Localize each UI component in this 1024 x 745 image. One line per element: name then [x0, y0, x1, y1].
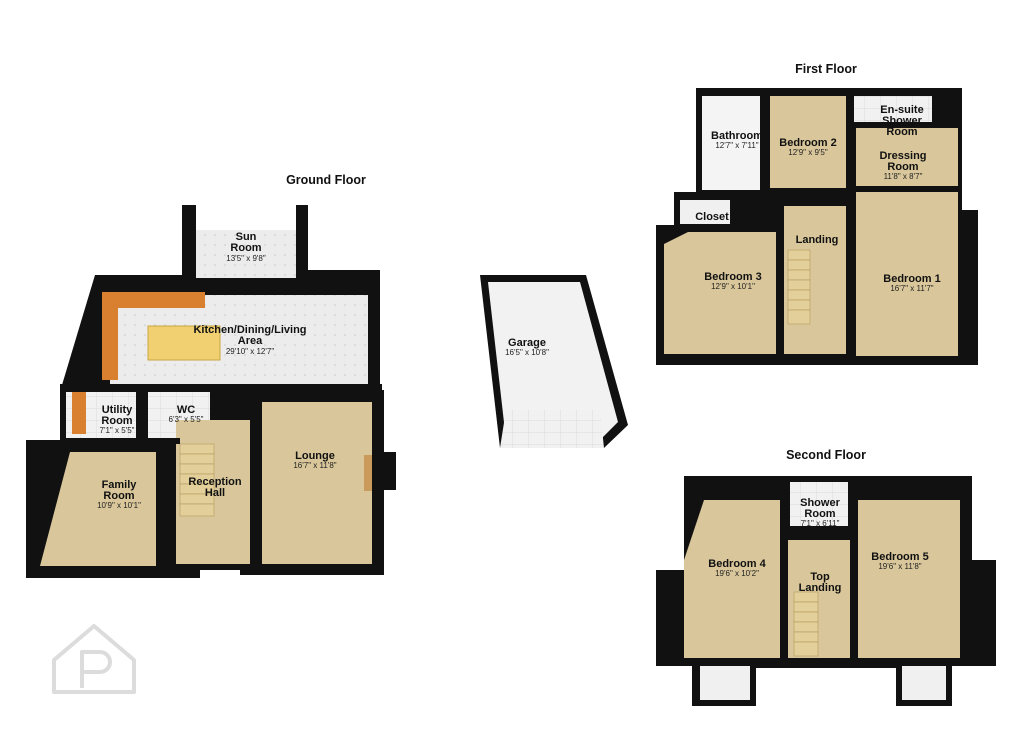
lounge-chimney: [384, 452, 396, 490]
shower-room-floor: [790, 482, 848, 526]
bathroom-label: Bathroom: [711, 130, 763, 142]
first-floor-staircase: [787, 249, 811, 325]
bedroom1-dimensions: 16'7" x 11'7": [890, 284, 933, 293]
shower-room-label-line2: Room: [804, 508, 835, 520]
family-room-floor: [40, 452, 156, 566]
kitchen-island: [147, 325, 221, 361]
second-floor-staircase: [793, 591, 819, 657]
utility-room-dimensions: 7'1" x 5'5": [100, 426, 135, 435]
family-room-label-line1: Family: [102, 479, 138, 491]
wc-label: WC: [177, 404, 195, 416]
lounge-fireplace: [364, 455, 372, 491]
top-landing-label-line2: Landing: [799, 582, 842, 594]
bathroom-dimensions: 12'7" x 7'11": [715, 141, 758, 150]
second-floor-plan: Second Floor Shower Room 7'1" x 6'11" Be…: [656, 448, 996, 706]
garage-label: Garage: [508, 337, 546, 349]
ground-floor-plan: Ground Floor Sun Room 13'5" x 9'8" Kitch…: [26, 173, 396, 578]
reception-hall-label-line2: Hall: [205, 487, 225, 499]
bedroom5-floor: [856, 500, 960, 658]
bedroom2-label: Bedroom 2: [779, 137, 836, 149]
wc-dimensions: 6'3" x 5'5": [169, 415, 204, 424]
utility-room-label-line1: Utility: [102, 404, 133, 416]
kitchen-dimensions: 29'10" x 12'7": [226, 347, 274, 356]
utility-room-label-line2: Room: [101, 415, 132, 427]
sun-room-dimensions: 13'5" x 9'8": [226, 254, 266, 263]
dressing-room-dimensions: 11'8" x 8'7": [884, 172, 923, 181]
kitchen-floor: [110, 295, 368, 385]
reception-hall-label-line1: Reception: [188, 476, 241, 488]
kitchen-counter: [102, 292, 205, 380]
sun-room-label-line1: Sun: [236, 231, 257, 243]
ensuite-label-line3: Room: [886, 126, 917, 138]
bedroom3-label: Bedroom 3: [704, 271, 761, 283]
garage-dimensions: 16'5" x 10'8": [505, 348, 549, 357]
dressing-room-label-line2: Room: [887, 161, 918, 173]
reception-staircase: [179, 443, 215, 517]
bedroom5-dimensions: 19'6" x 11'8": [878, 562, 921, 571]
closet-floor: [680, 200, 730, 224]
bedroom4-floor: [684, 500, 780, 658]
bathroom-floor: [702, 96, 760, 190]
bedroom3-dimensions: 12'9" x 10'1": [711, 282, 755, 291]
kitchen-label-line2: Area: [238, 335, 263, 347]
second-floor-title: Second Floor: [786, 448, 866, 462]
closet-label: Closet: [695, 211, 729, 223]
ensuite-floor: [854, 96, 932, 122]
first-floor-title: First Floor: [795, 62, 857, 76]
bedroom1-label: Bedroom 1: [883, 273, 940, 285]
bedroom1-floor: [856, 128, 958, 356]
lounge-floor: [262, 402, 372, 564]
family-room-dimensions: 10'9" x 10'1": [97, 501, 141, 510]
bedroom2-dimensions: 12'9" x 9'5": [788, 148, 828, 157]
dressing-room-label-line1: Dressing: [879, 150, 926, 162]
lounge-label: Lounge: [295, 450, 335, 462]
lounge-dimensions: 16'7" x 11'8": [293, 461, 336, 470]
bedroom2-floor: [770, 96, 846, 188]
house-p-logo-icon: [52, 624, 136, 694]
sun-room-label-line2: Room: [230, 242, 261, 254]
utility-counter: [72, 392, 86, 434]
kitchen-label-line1: Kitchen/Dining/Living: [193, 324, 306, 336]
bedroom4-dimensions: 19'6" x 10'2": [715, 569, 759, 578]
sun-room-floor: [196, 230, 296, 278]
first-floor-plan: First Floor Bathroom 12'7" x 7'11" Bedro…: [656, 62, 978, 365]
family-room-label-line2: Room: [103, 490, 134, 502]
garage-plan: Garage 16'5" x 10'8": [480, 275, 628, 448]
top-landing-label-line1: Top: [810, 571, 830, 583]
landing-label: Landing: [796, 234, 839, 246]
ensuite-label-line2: Shower: [882, 115, 922, 127]
bedroom3-floor: [664, 232, 776, 354]
bedroom5-label: Bedroom 5: [871, 551, 928, 563]
shower-room-dimensions: 7'1" x 6'11": [801, 519, 840, 528]
ensuite-label-line1: En-suite: [880, 104, 923, 116]
bedroom4-label: Bedroom 4: [708, 558, 766, 570]
ground-floor-title: Ground Floor: [286, 173, 366, 187]
shower-room-label-line1: Shower: [800, 497, 840, 509]
